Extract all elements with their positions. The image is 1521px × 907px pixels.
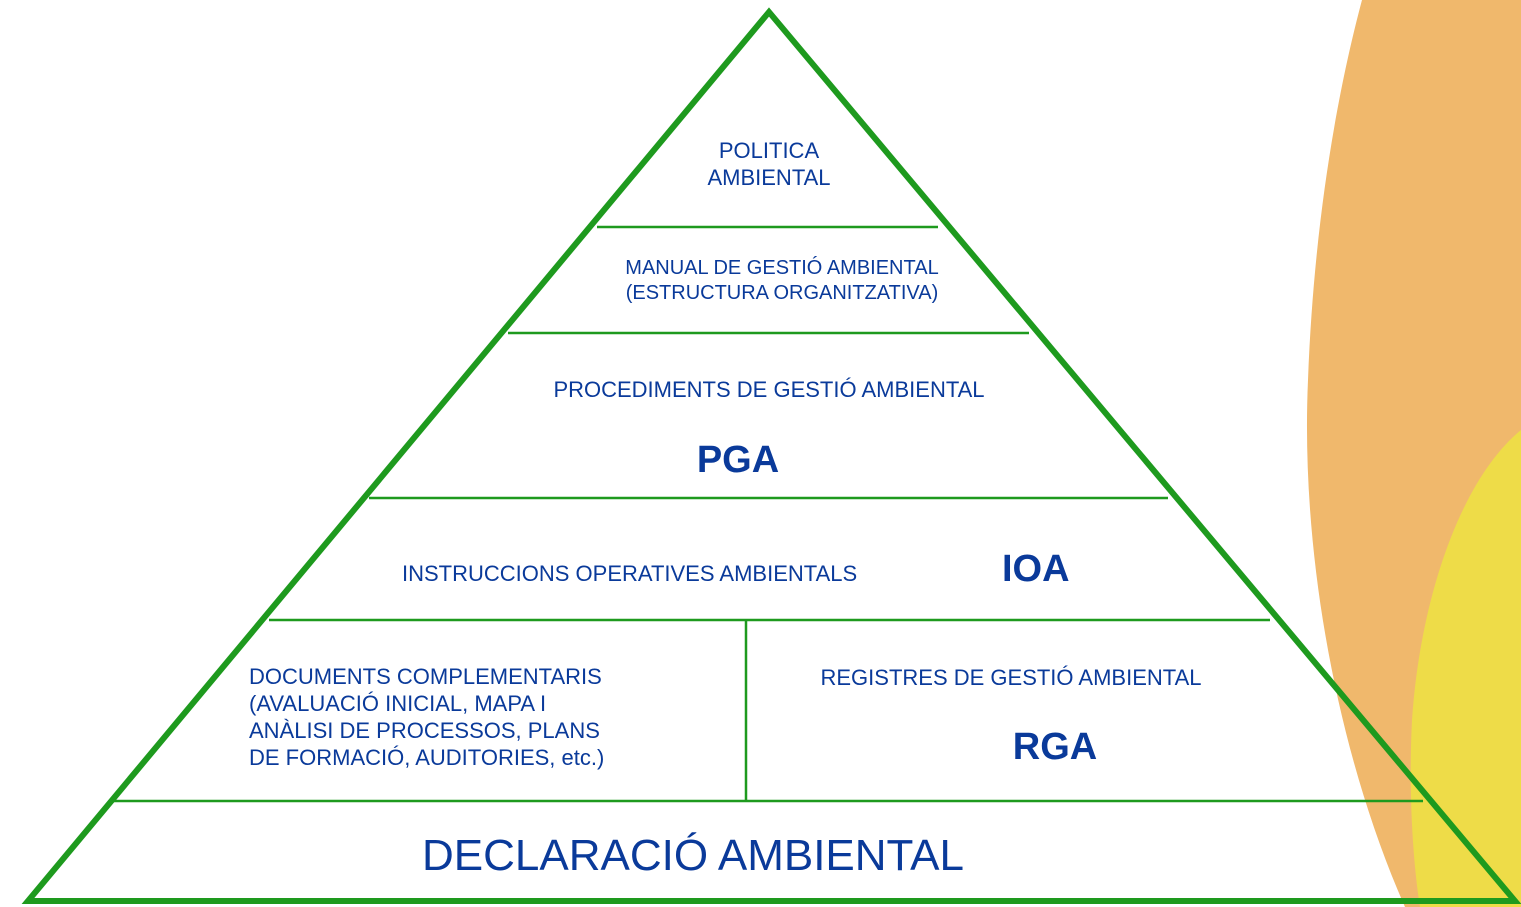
instruccions-abbr: IOA	[1002, 548, 1070, 590]
documents-line1: DOCUMENTS COMPLEMENTARIS	[249, 664, 602, 689]
manual-line1: MANUAL DE GESTIÓ AMBIENTAL	[625, 257, 939, 279]
manual-line2: (ESTRUCTURA ORGANITZATIVA)	[625, 282, 939, 304]
procediments-abbr: PGA	[696, 439, 780, 481]
declaracio-label: DECLARACIÓ AMBIENTAL	[422, 831, 964, 880]
documents-line3: ANÀLISI DE PROCESSOS, PLANS	[249, 718, 600, 743]
instruccions-label: INSTRUCCIONS OPERATIVES AMBIENTALS	[402, 561, 858, 586]
politica-line2: AMBIENTAL	[707, 165, 831, 190]
registres-abbr: RGA	[1012, 726, 1098, 768]
documents-label: DOCUMENTS COMPLEMENTARIS (AVALUACIÓ INIC…	[249, 663, 604, 771]
manual-label: MANUAL DE GESTIÓ AMBIENTAL (ESTRUCTURA O…	[574, 256, 990, 306]
documents-line4: DE FORMACIÓ, AUDITORIES, etc.)	[249, 745, 605, 770]
documents-line2: (AVALUACIÓ INICIAL, MAPA I	[249, 691, 547, 716]
pyramid-outline	[21, 7, 1521, 904]
procediments-label: PROCEDIMENTS DE GESTIÓ AMBIENTAL	[553, 377, 985, 402]
politica-label: POLITICA AMBIENTAL	[669, 137, 869, 191]
politica-line1: POLITICA	[718, 138, 820, 163]
registres-label: REGISTRES DE GESTIÓ AMBIENTAL	[820, 665, 1202, 690]
yellow-background-shape	[1410, 430, 1521, 907]
